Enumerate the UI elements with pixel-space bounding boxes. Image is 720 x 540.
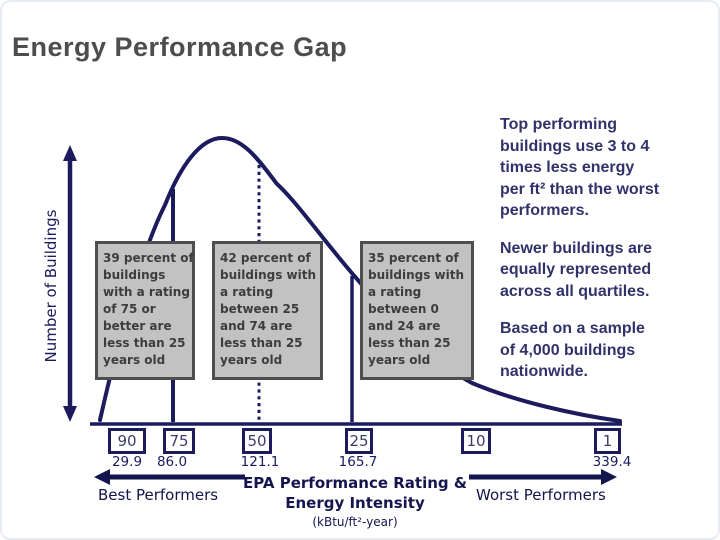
x-axis-title-line1: EPA Performance Rating & — [243, 474, 467, 492]
callout-rating-75-plus: 39 percent of buildings with a rating of… — [95, 241, 195, 380]
tick-box-10: 10 — [461, 428, 491, 454]
tick-box-75: 75 — [163, 428, 195, 454]
x-axis-title-line2: Energy Intensity — [285, 494, 425, 512]
worst-performers-label: Worst Performers — [476, 486, 606, 504]
x-axis-title: EPA Performance Rating & Energy Intensit… — [240, 473, 470, 532]
callout-rating-25-74: 42 percent of buildings with a rating be… — [212, 241, 323, 380]
arrow-right-icon — [601, 469, 617, 485]
tick-value-50: 121.1 — [240, 454, 280, 470]
tick-box-90: 90 — [108, 428, 146, 454]
y-axis-arrow-down-icon — [63, 406, 77, 422]
tick-value-90: 29.9 — [111, 454, 143, 470]
tick-box-1: 1 — [594, 428, 621, 454]
insight-text-column: Top performing buildings use 3 to 4 time… — [500, 114, 718, 383]
x-axis-unit: (kBtu/ft²-year) — [312, 515, 398, 529]
tick-value-75: 86.0 — [156, 454, 188, 470]
arrow-left-icon — [94, 469, 110, 485]
tick-box-50: 50 — [242, 428, 272, 454]
distribution-curve — [98, 135, 622, 423]
tick-box-25: 25 — [345, 428, 373, 454]
page-title: Energy Performance Gap — [12, 32, 348, 62]
best-performers-label: Best Performers — [98, 486, 219, 504]
insight-energy-use: Top performing buildings use 3 to 4 time… — [500, 116, 660, 219]
y-axis-arrow-up-icon — [63, 145, 77, 161]
tick-value-1: 339.4 — [592, 454, 632, 470]
insight-sample-size: Based on a sample of 4,000 buildings nat… — [500, 320, 645, 380]
callout-rating-0-24: 35 percent of buildings with a rating be… — [360, 241, 474, 380]
tick-value-25: 165.7 — [338, 454, 378, 470]
insight-newer-buildings: Newer buildings are equally represented … — [500, 239, 653, 300]
